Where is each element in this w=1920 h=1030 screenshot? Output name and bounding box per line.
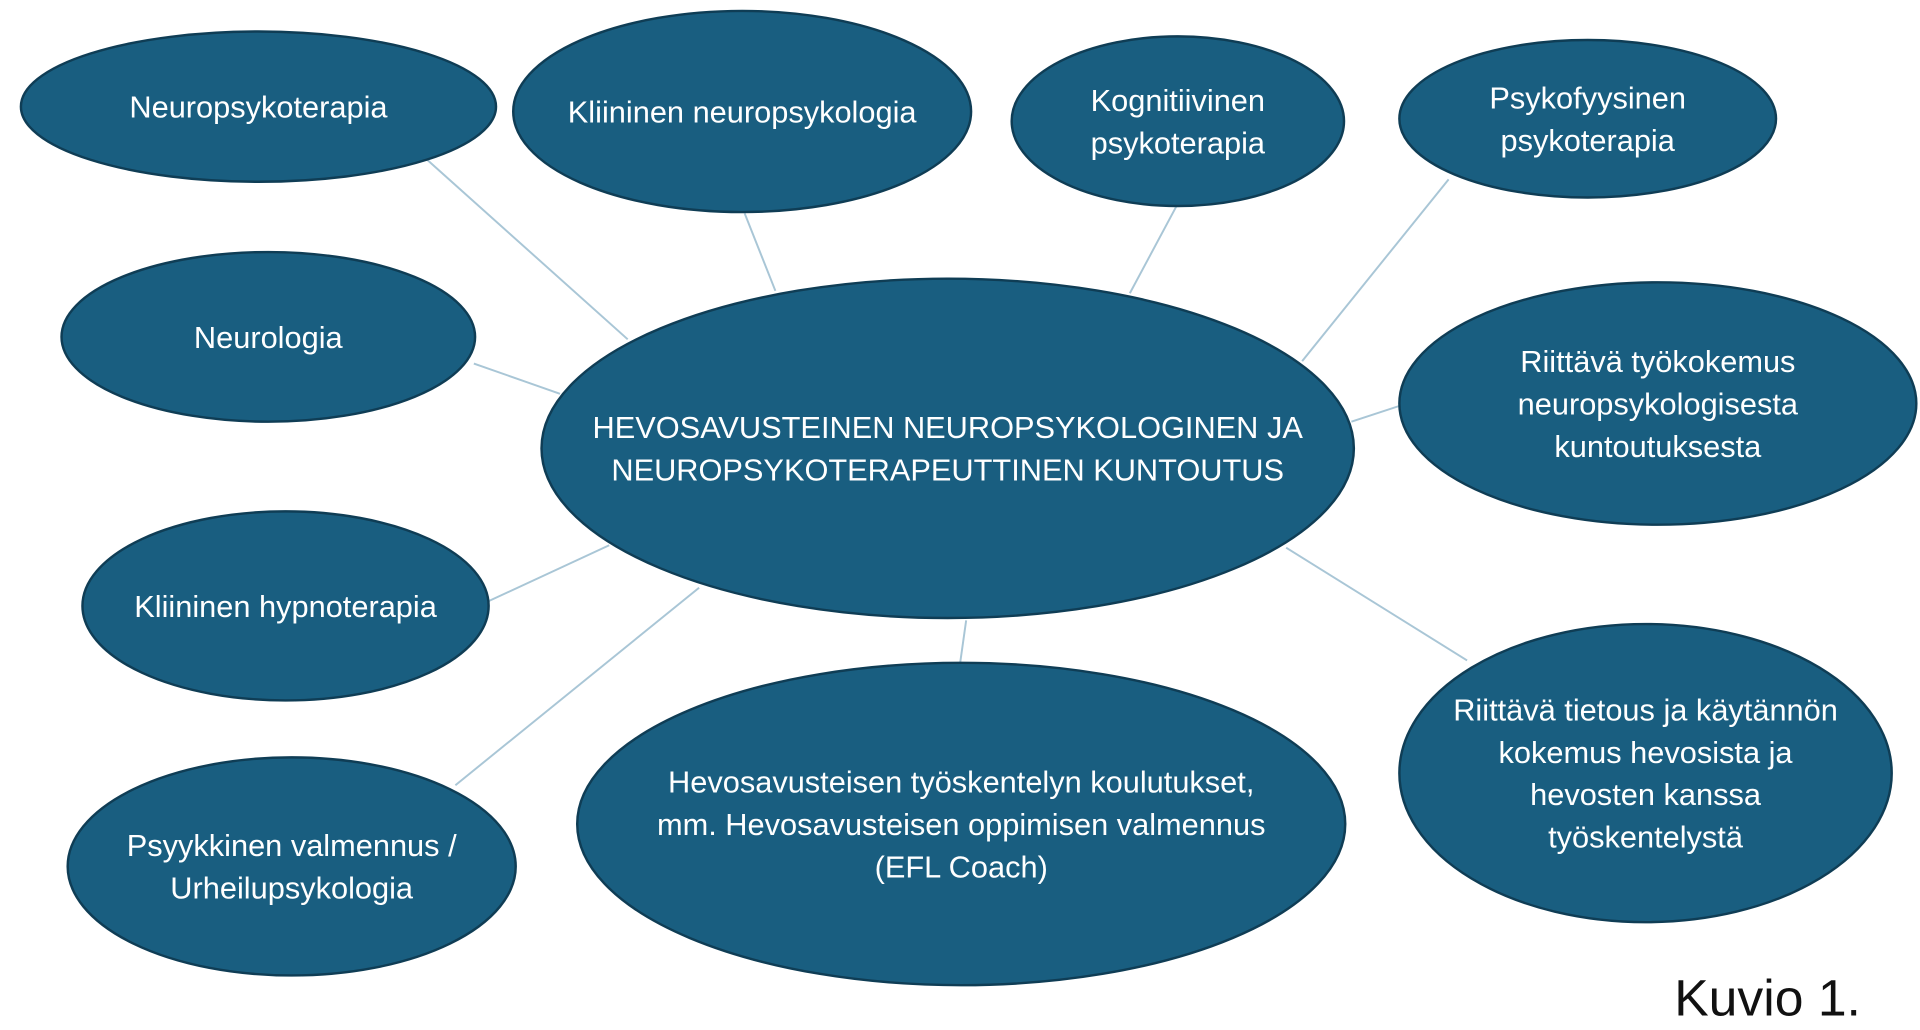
- edges: [423, 156, 1468, 786]
- node-label: (EFL Coach): [875, 851, 1048, 885]
- node-label: Urheilupsykologia: [170, 872, 413, 906]
- node-ellipse: [81, 510, 490, 702]
- node-ellipse: [576, 661, 1347, 987]
- node-label: neuropsykologisesta: [1518, 388, 1798, 422]
- edge: [1301, 178, 1450, 362]
- node-label: hevosten kanssa: [1530, 778, 1761, 812]
- node-psykofyysinen-psykoterapia: Psykofyysinen psykoterapia: [1398, 38, 1778, 199]
- node-ellipse: [1398, 622, 1893, 924]
- node-label: Riittävä työkokemus: [1520, 345, 1795, 379]
- node-label: Riittävä tietous ja käytännön: [1453, 694, 1838, 728]
- node-hevostietous: Riittävä tietous ja käytännön kokemus hev…: [1398, 622, 1893, 924]
- node-psyykkinen-valmennus: Psyykkinen valmennus / Urheilupsykologia: [66, 756, 517, 977]
- node-kliininen-neuropsykologia: Kliininen neuropsykologia: [512, 9, 973, 214]
- edge: [1128, 203, 1179, 294]
- node-label: kuntoutuksesta: [1554, 430, 1761, 464]
- node-ellipse: [512, 9, 973, 214]
- node-label: NEUROPSYKOTERAPEUTTINEN KUNTOUTUS: [611, 454, 1284, 488]
- node-neuropsykoterapia: Neuropsykoterapia: [19, 30, 498, 183]
- node-ellipse: [1398, 281, 1918, 526]
- node-label: Neuropsykoterapia: [129, 91, 387, 125]
- node-label: mm. Hevosavusteisen oppimisen valmennus: [657, 808, 1265, 842]
- node-label: Psykofyysinen: [1489, 82, 1686, 116]
- node-label: Kliininen neuropsykologia: [568, 96, 917, 130]
- edge: [473, 362, 561, 395]
- node-label: HEVOSAVUSTEINEN NEUROPSYKOLOGINEN JA: [593, 411, 1304, 445]
- edge: [743, 212, 777, 292]
- node-ellipse: [19, 30, 498, 183]
- node-label: psykoterapia: [1501, 124, 1675, 158]
- figure-caption: Kuvio 1.: [1674, 970, 1861, 1027]
- edge: [485, 544, 610, 604]
- node-ellipse: [1010, 35, 1346, 208]
- edge: [1285, 546, 1468, 662]
- edge: [1351, 405, 1400, 423]
- edge: [959, 620, 968, 665]
- node-label: Psyykkinen valmennus /: [127, 829, 457, 863]
- node-kliininen-hypnoterapia: Kliininen hypnoterapia: [81, 510, 490, 702]
- node-kognitiivinen-psykoterapia: Kognitiivinen psykoterapia: [1010, 35, 1346, 208]
- central-node: HEVOSAVUSTEINEN NEUROPSYKOLOGINEN JA NEUR…: [540, 277, 1356, 620]
- node-label: Neurologia: [194, 321, 343, 355]
- node-ellipse: [60, 250, 477, 423]
- node-label: Kliininen hypnoterapia: [134, 590, 437, 624]
- edge: [454, 586, 700, 786]
- node-ellipse: [66, 756, 517, 977]
- node-neurologia: Neurologia: [60, 250, 477, 423]
- node-ellipse: [1398, 38, 1778, 199]
- node-label: työskentelystä: [1548, 821, 1743, 855]
- node-ellipse: [540, 277, 1356, 620]
- node-label: Hevosavusteisen työskentelyn koulutukset…: [668, 766, 1254, 800]
- node-hevosavusteiset-koulutukset: Hevosavusteisen työskentelyn koulutukset…: [576, 661, 1347, 987]
- node-label: kokemus hevosista ja: [1499, 736, 1793, 770]
- node-label: psykoterapia: [1091, 126, 1265, 160]
- node-tyokokemus: Riittävä työkokemus neuropsykologisesta ku…: [1398, 281, 1918, 526]
- edge: [423, 156, 629, 341]
- node-label: Kognitiivinen: [1091, 84, 1265, 118]
